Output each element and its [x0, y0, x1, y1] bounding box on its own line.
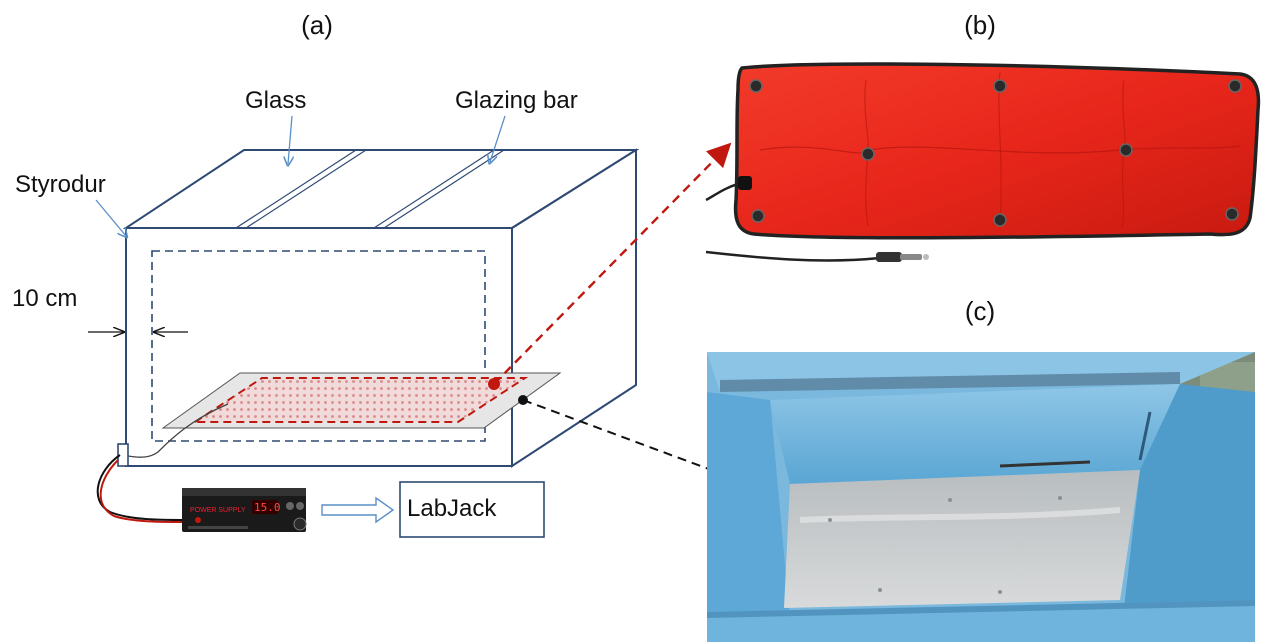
- labjack-label: LabJack: [407, 495, 497, 522]
- panel-b: (b): [705, 10, 1261, 262]
- heating-mat-photo: [705, 62, 1261, 262]
- wire-port: [117, 443, 129, 467]
- box-side-face: [511, 148, 637, 468]
- panel-b-label: (b): [964, 10, 996, 40]
- glazing-bars: [235, 149, 505, 229]
- hollow-arrow-icon: [321, 496, 395, 524]
- glazing-bar-label: Glazing bar: [455, 87, 578, 114]
- power-supply-label: POWER SUPPLY: [190, 507, 246, 514]
- link-arrow-to-b: [493, 142, 732, 385]
- insulated-box-photo: [707, 352, 1255, 642]
- box-top-face: [122, 149, 640, 229]
- power-cable-red: [99, 459, 187, 523]
- glass-label: Glass: [245, 87, 306, 114]
- sensor-wire: [127, 403, 229, 458]
- panel-c: (c): [707, 296, 1255, 642]
- styrodur-label: Styrodur: [15, 171, 106, 198]
- heating-mat-schematic: [191, 377, 529, 423]
- glazing-bar-pointer: [490, 115, 506, 162]
- thickness-label: 10 cm: [12, 285, 77, 312]
- glass-pointer: [288, 115, 292, 164]
- box-front-face: [125, 227, 513, 467]
- panel-a: (a) POWER SUPPLY: [12, 10, 780, 538]
- panel-c-label: (c): [965, 296, 995, 326]
- inner-wall-dashed: [151, 250, 486, 442]
- power-supply-icon: POWER SUPPLY 15.0: [182, 488, 307, 532]
- labjack-box: [399, 481, 545, 538]
- power-supply-readout: 15.0: [254, 501, 281, 514]
- panel-a-label: (a): [301, 10, 333, 40]
- power-cable-black: [96, 454, 187, 521]
- styrodur-pointer: [95, 199, 126, 236]
